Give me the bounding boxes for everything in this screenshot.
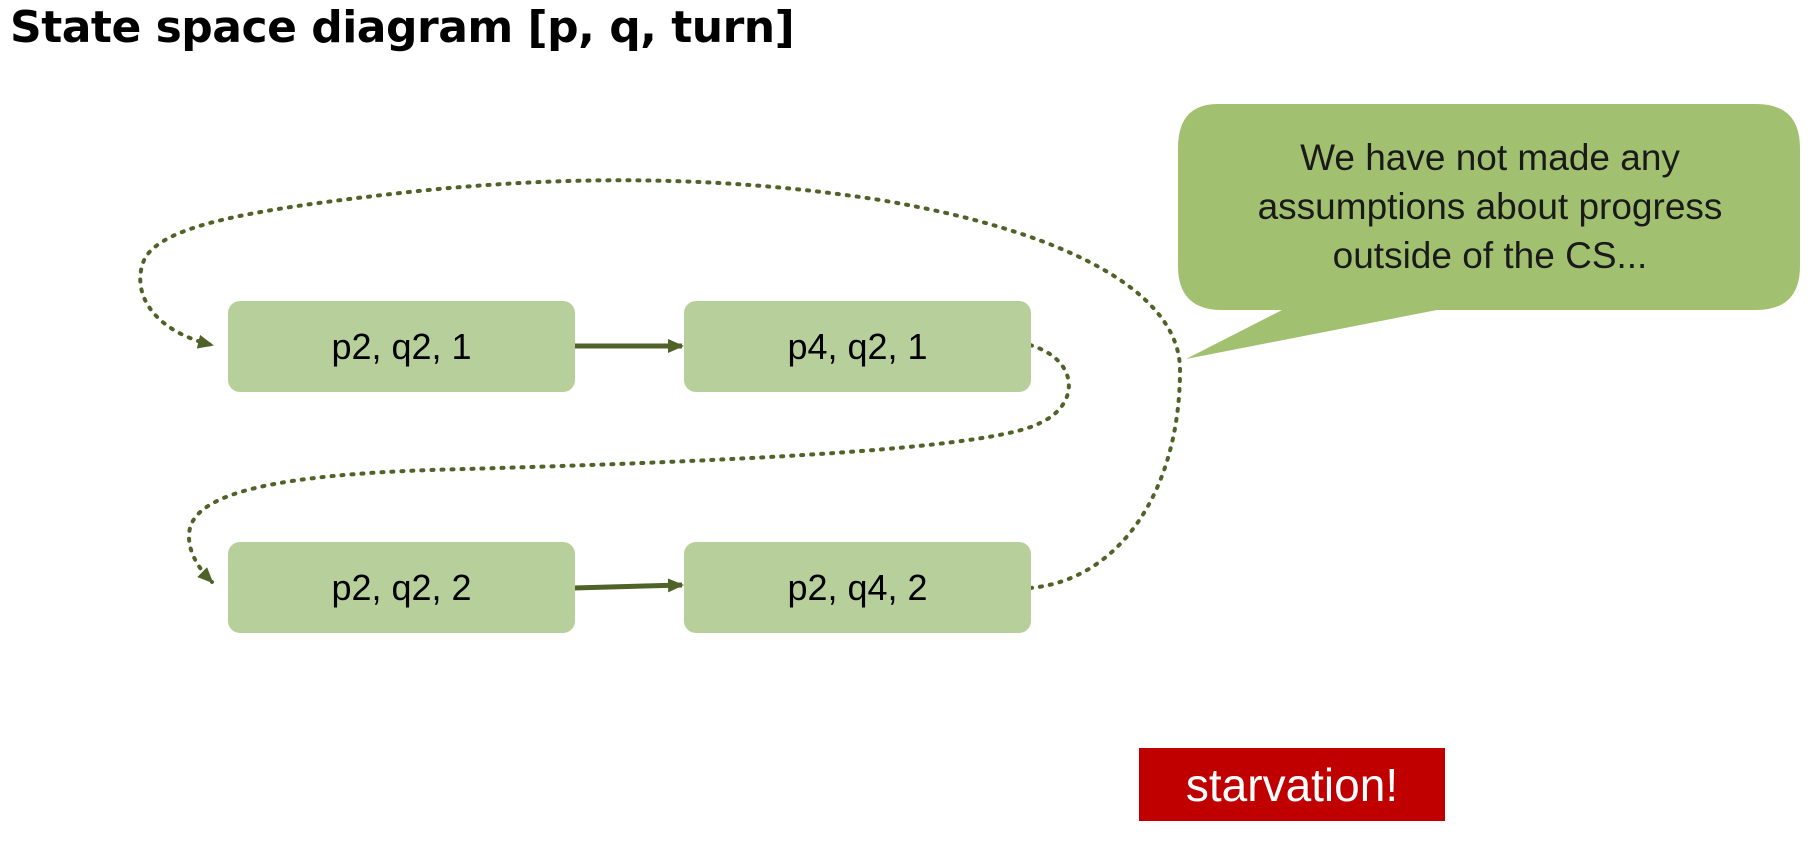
transition-s4-s1 bbox=[138, 178, 1183, 590]
state-node-4: p2, q4, 2 bbox=[684, 542, 1031, 633]
callout-line-1: We have not made any bbox=[1300, 137, 1680, 178]
transition-s3-s4 bbox=[573, 578, 684, 593]
callout-line-3: outside of the CS... bbox=[1332, 235, 1648, 276]
state-node-3: p2, q2, 2 bbox=[228, 542, 575, 633]
callout-text: We have not made any assumptions about p… bbox=[1180, 133, 1800, 280]
callout-bubble bbox=[1178, 104, 1800, 359]
starvation-badge: starvation! bbox=[1139, 748, 1445, 821]
transition-s2-s3 bbox=[187, 343, 1071, 584]
callout-line-2: assumptions about progress bbox=[1257, 186, 1723, 227]
state-node-2: p4, q2, 1 bbox=[684, 301, 1031, 392]
state-node-1: p2, q2, 1 bbox=[228, 301, 575, 392]
page-title: State space diagram [p, q, turn] bbox=[10, 2, 795, 53]
